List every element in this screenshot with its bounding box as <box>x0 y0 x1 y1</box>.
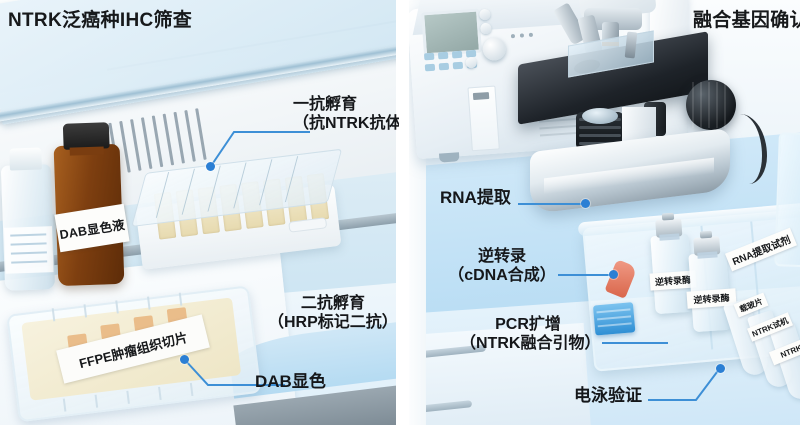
annotation-dab-chromogen: DAB显色 <box>255 372 326 392</box>
annotation-secondary-antibody: 二抗孵育 （HRP标记二抗） <box>268 295 398 333</box>
bottle-label-blank <box>3 226 54 274</box>
annotation-secondary-antibody-line2: （HRP标记二抗） <box>268 313 398 331</box>
annotation-dab-line1: DAB显色 <box>255 372 326 391</box>
panel-right-title: 融合基因确认 <box>693 10 800 31</box>
annotation-rna-extraction-line1: RNA提取 <box>440 188 511 207</box>
annotation-electrophoresis: 电泳验证 <box>574 386 642 406</box>
power-cable <box>722 114 767 184</box>
panel-ihc-screening: DAB显色液 FFPE肿瘤组织切片 <box>0 0 399 425</box>
annotation-pcr-amplification-line1: PCR扩增 <box>495 316 561 333</box>
instrument-foot <box>438 152 460 163</box>
vial-neck-2 <box>697 251 718 259</box>
anchor-dot-primary-antibody <box>206 162 215 171</box>
annotation-reverse-transcription-line2: （cDNA合成） <box>448 266 556 284</box>
annotation-primary-antibody-line2: （抗NTRK抗体） <box>293 114 399 132</box>
anchor-dot-reverse-transcription <box>609 270 618 279</box>
bottle-neck <box>69 146 104 156</box>
clear-reagent-bottle <box>0 147 56 291</box>
annotation-reverse-transcription-line1: 逆转录 <box>477 248 526 265</box>
annotation-pcr-amplification: PCR扩增 （NTRK融合引物） <box>460 316 601 354</box>
annotation-primary-antibody: 一抗孵育 （抗NTRK抗体） <box>293 96 399 134</box>
panel-fusion-gene-confirmation: 逆转录酶 逆转录酶 RNA提取试剂 载玻片 NTRK试机 NTRK <box>408 0 800 425</box>
panel-divider <box>396 0 409 425</box>
annotation-primary-antibody-line1: 一抗孵育 <box>293 96 358 113</box>
dab-bottle-label-text: DAB显色液 <box>58 217 126 242</box>
annotation-pcr-amplification-line2: （NTRK融合引物） <box>460 334 601 352</box>
blue-pcr-clip[interactable] <box>592 302 636 336</box>
microscope-nosepiece-turret[interactable] <box>584 8 642 30</box>
microscope <box>518 0 767 217</box>
anchor-dot-electrophoresis <box>716 364 725 373</box>
vial-label-1-text: 逆转录酶 <box>654 274 692 288</box>
annotation-rna-extraction: RNA提取 <box>440 188 511 208</box>
anchor-dot-dab <box>180 355 189 364</box>
condenser-lens <box>582 108 618 124</box>
annotation-reverse-transcription: 逆转录 （cDNA合成） <box>448 248 556 286</box>
vial-label-2-text: 逆转录酶 <box>693 292 730 306</box>
vial-neck-1 <box>659 233 680 241</box>
microscope-eyepiece[interactable] <box>538 0 584 1</box>
instrument-sample-drawer[interactable] <box>467 85 500 152</box>
annotation-secondary-antibody-line1: 二抗孵育 <box>300 295 365 312</box>
panel-left-title: NTRK泛癌种IHC筛查 <box>8 10 193 31</box>
annotation-electrophoresis-line1: 电泳验证 <box>574 386 642 405</box>
bottle-cap-white <box>9 147 42 171</box>
anchor-dot-rna-extraction <box>581 199 590 208</box>
